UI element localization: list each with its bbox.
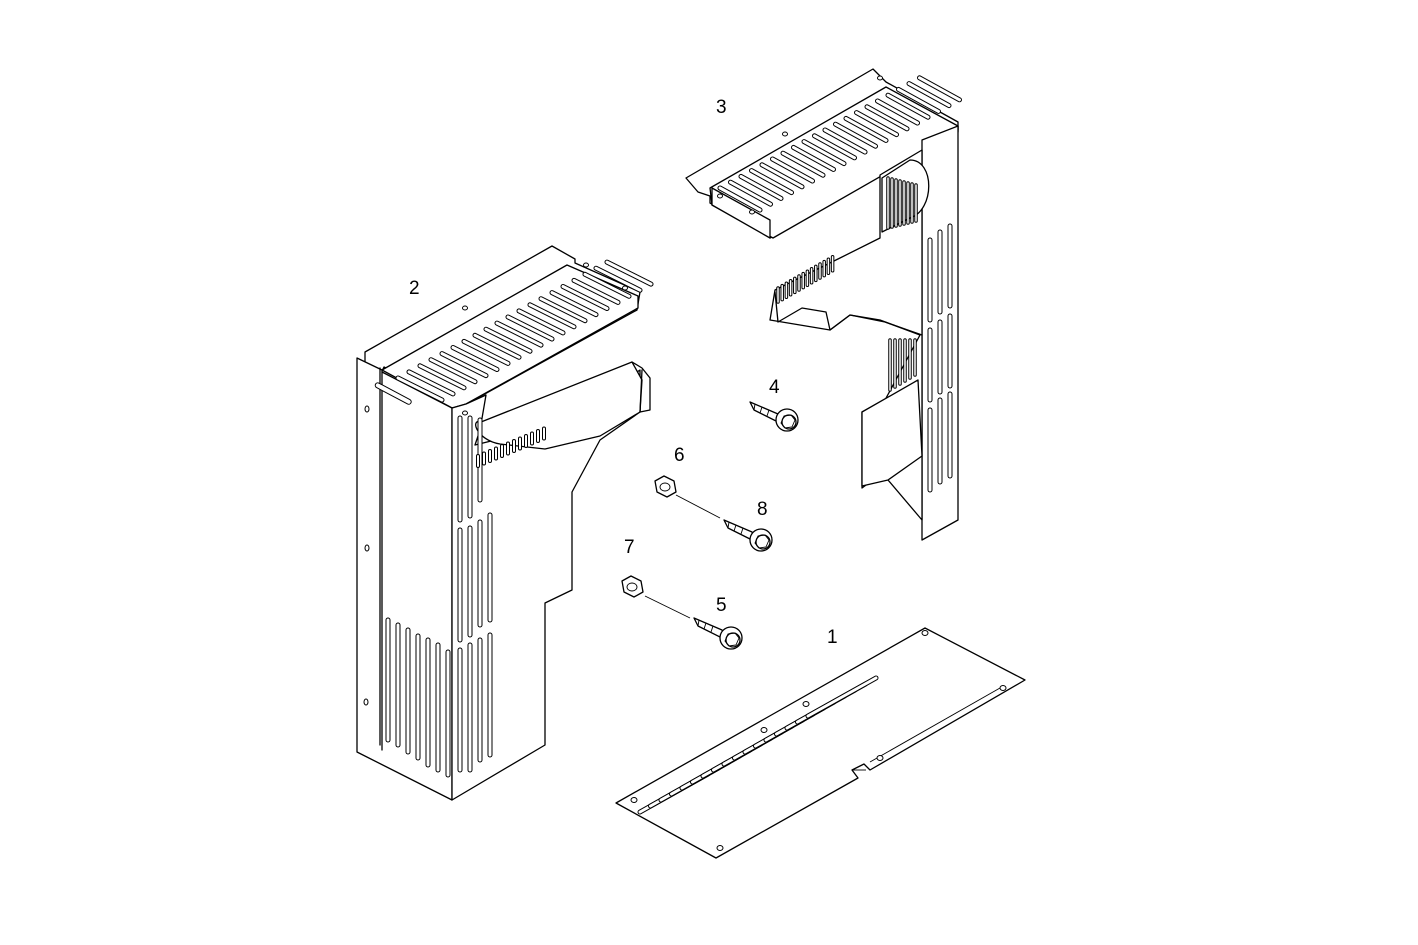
callout-8: 8 xyxy=(757,499,768,520)
callout-4: 4 xyxy=(769,377,780,398)
callout-6: 6 xyxy=(674,445,685,466)
part-7-nut xyxy=(621,575,691,619)
part-8-bolt xyxy=(723,519,773,552)
part-1-base-plate xyxy=(615,627,1026,859)
callout-1: 1 xyxy=(827,627,838,648)
part-4-bolt xyxy=(749,401,799,432)
callout-2: 2 xyxy=(409,278,420,299)
part-5-bolt xyxy=(693,617,743,650)
callout-7: 7 xyxy=(624,537,635,558)
callout-3: 3 xyxy=(716,97,727,118)
part-6-nut xyxy=(654,475,721,519)
part-3-right-shroud xyxy=(685,68,962,541)
callout-5: 5 xyxy=(716,595,727,616)
part-2-left-shroud xyxy=(356,245,654,801)
